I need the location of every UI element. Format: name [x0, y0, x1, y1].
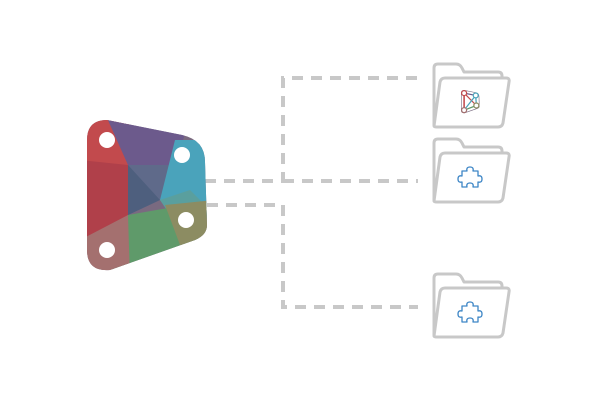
puzzle-icon — [457, 166, 483, 188]
folder-middle — [432, 137, 511, 204]
puzzle-icon — [457, 301, 483, 323]
connector-to-folder-bottom — [207, 203, 418, 309]
logo-node-bottom-left — [99, 242, 115, 258]
logo-node-bottom-right — [178, 212, 194, 228]
folder-top — [432, 62, 511, 129]
dynamo-logo-icon — [87, 120, 207, 271]
logo-node-top-left — [99, 132, 115, 148]
folder-front — [432, 286, 511, 339]
folder-front — [432, 151, 511, 204]
logo-facet-slate — [128, 165, 160, 215]
logo-node-top-right — [174, 147, 190, 163]
connector-to-folder-top — [205, 76, 418, 183]
folder-bottom — [432, 272, 511, 339]
logo-facet-purple — [107, 120, 185, 165]
logo-facet-red-dark — [87, 160, 128, 250]
dynamo-logo-icon — [461, 90, 480, 114]
connectors — [205, 76, 418, 309]
